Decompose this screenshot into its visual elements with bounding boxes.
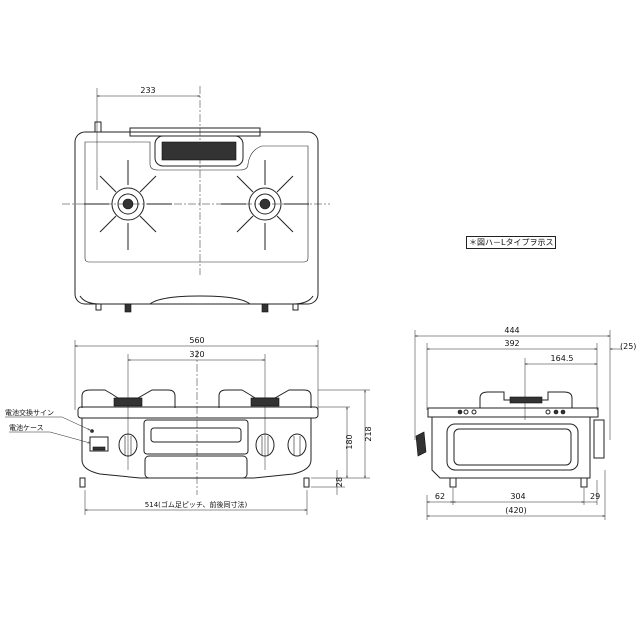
dim-body-depth: (420)	[505, 506, 527, 515]
grill-door	[143, 419, 249, 455]
dim-foot-rear: 29	[590, 492, 600, 501]
side-view: 444 392 (25) 164.5 62 304 29 (420)	[415, 326, 636, 520]
vent-slots	[161, 141, 237, 161]
dim-burner-center: 164.5	[551, 354, 574, 363]
battery-case	[89, 436, 109, 452]
grill-vent	[154, 135, 244, 167]
label-battery-sign: 電池交換サイン	[5, 408, 54, 417]
left-burner	[84, 160, 172, 250]
dim-depth-total: 444	[504, 326, 519, 335]
top-view: 233	[62, 86, 330, 313]
dim-height-total: 218	[364, 426, 373, 441]
type-note: ＊図ハ－Lタイプヲ示ス	[466, 236, 557, 249]
grill-handle	[144, 455, 248, 479]
top-plate-front	[77, 406, 319, 419]
dim-width: 560	[189, 336, 204, 345]
side-knob	[415, 431, 427, 457]
side-grill-window	[446, 423, 579, 471]
dim-depth-top: 392	[504, 339, 519, 348]
dim-height-body: 180	[345, 434, 354, 449]
dim-burner-offset: 233	[140, 86, 155, 95]
label-battery-case: 電池ケース	[9, 423, 44, 432]
ignition-knob	[94, 121, 102, 133]
side-top-plate	[427, 407, 599, 418]
front-view: 560 320 電池交換サイン 電池ケース 180 218 2	[5, 336, 373, 515]
grill-knob	[287, 433, 307, 457]
dim-clearance: (25)	[620, 342, 636, 351]
dim-foot-pitch-side: 304	[510, 492, 525, 501]
top-plate	[84, 141, 309, 263]
battery-sign-led	[90, 429, 94, 433]
right-burner	[221, 160, 309, 250]
dim-foot-front: 62	[435, 492, 445, 501]
right-knob	[255, 433, 275, 457]
dim-foot-pitch: 514(ゴム足ピッチ、前後同寸法)	[145, 500, 248, 509]
left-knob	[118, 433, 138, 457]
dim-foot: 28	[335, 477, 344, 487]
